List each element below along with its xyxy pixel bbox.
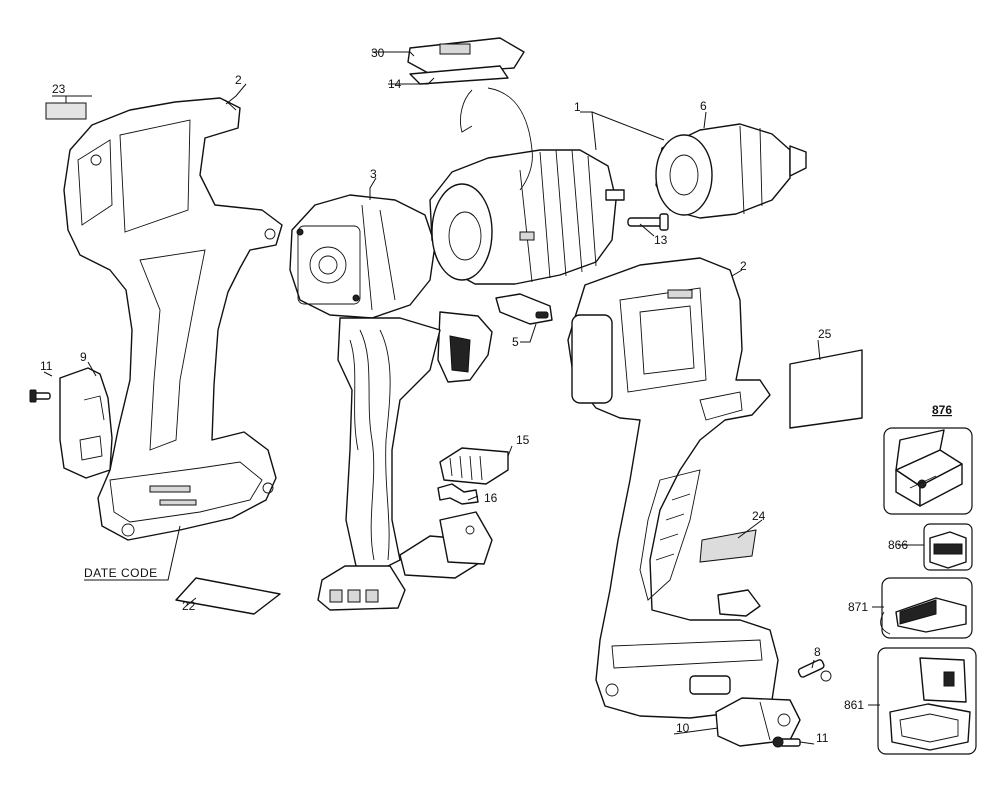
callout-876: 876 <box>932 403 952 417</box>
leader-lines <box>43 51 924 745</box>
callout-5: 5 <box>512 335 519 349</box>
motor-and-wiring-assembly <box>289 194 493 611</box>
callout-14: 14 <box>388 77 402 91</box>
battery-latch <box>715 697 801 747</box>
assembled-drill-housing <box>567 257 779 719</box>
kit-box-panel <box>883 427 973 515</box>
callout-871: 871 <box>848 600 868 614</box>
top-cover-and-clip <box>407 37 533 191</box>
callout-24: 24 <box>752 509 766 523</box>
keyless-chuck <box>655 123 807 219</box>
callout-22: 22 <box>182 599 196 613</box>
callout-25: 25 <box>818 327 832 341</box>
callout-6: 6 <box>700 99 707 113</box>
contact-clip <box>437 483 479 505</box>
clip-screw-left <box>29 389 51 403</box>
spindle-pin <box>627 213 669 231</box>
housing-screw <box>797 659 832 682</box>
callout-30: 30 <box>371 46 385 60</box>
callout-16: 16 <box>484 491 498 505</box>
switch-cover <box>439 447 509 485</box>
battery-panel <box>923 523 973 571</box>
charger-panel <box>880 577 973 639</box>
callout-866: 866 <box>888 538 908 552</box>
label-23-sheet <box>45 102 87 120</box>
callout-2-right: 2 <box>740 259 747 273</box>
callout-861: 861 <box>844 698 864 712</box>
callout-13: 13 <box>654 233 668 247</box>
callout-11-left: 11 <box>40 359 53 373</box>
callout-15: 15 <box>516 433 530 447</box>
carry-case-panel <box>877 647 977 755</box>
label-25-sheet <box>789 349 863 429</box>
callout-date-code: DATE CODE <box>84 566 158 580</box>
latch-screw <box>772 736 801 748</box>
callout-9: 9 <box>80 350 87 364</box>
callout-8: 8 <box>814 645 821 659</box>
callout-2-left: 2 <box>235 73 242 87</box>
belt-clip <box>59 367 113 479</box>
callout-3: 3 <box>370 167 377 181</box>
transmission-assembly <box>429 149 625 285</box>
label-22-sheet <box>175 577 281 615</box>
label-24-sheet <box>699 529 757 563</box>
callout-23: 23 <box>52 82 66 96</box>
callout-1: 1 <box>574 100 581 114</box>
left-housing-half <box>63 97 283 541</box>
callout-11-right: 11 <box>816 731 829 745</box>
speed-selector <box>495 293 553 325</box>
callout-10: 10 <box>676 721 690 735</box>
